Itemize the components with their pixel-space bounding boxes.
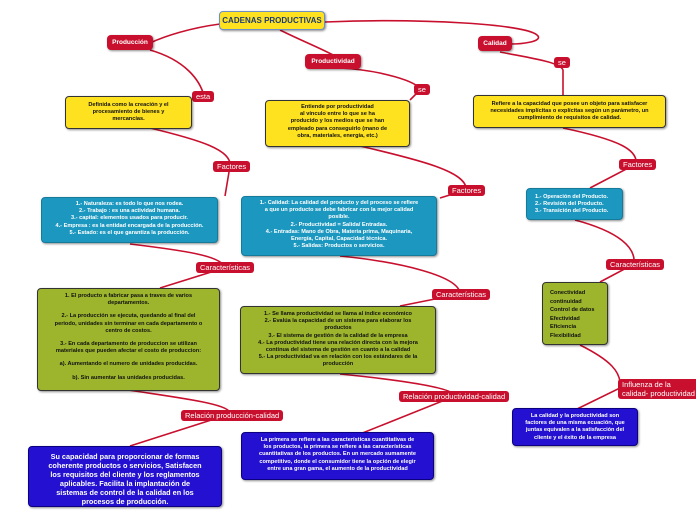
link-calidad-factores [562, 127, 637, 189]
branch-produccion[interactable]: Producción [107, 35, 153, 50]
label-factores-calidad: Factores [619, 159, 657, 170]
root-title[interactable]: CADENAS PRODUCTIVAS [219, 11, 325, 30]
calidad-definition: Refiere a la capacidad que posee un obje… [473, 95, 666, 128]
link-factores3-caract [574, 219, 635, 283]
link-label-esta: esta [192, 91, 215, 102]
label-relacion-productividad-calidad: Relación productividad-calidad [399, 391, 510, 402]
factores-calidad-box: 1.- Operación del Producto. 2.- Revisión… [526, 188, 623, 220]
link-title-produccion [149, 23, 221, 44]
label-influenza: Influenza de la calidad- productividad [618, 379, 696, 399]
link-label-se-productividad: se [414, 84, 430, 95]
link-productividad-def [339, 67, 421, 101]
link-title-productividad [279, 29, 334, 56]
influenza-calidad-productividad-box: La calidad y la productividad son factor… [512, 408, 638, 446]
link-caract2-relacion [339, 373, 456, 435]
label-factores-produccion: Factores [213, 161, 251, 172]
link-calidad-def [499, 51, 564, 96]
caracteristicas-calidad-box: Conectividad continuidad Control de dato… [542, 282, 608, 345]
link-label-se-calidad: se [554, 57, 570, 68]
label-caracteristicas-productividad: Características [432, 289, 491, 300]
caracteristicas-productividad-box: 1.- Se llama productividad se llama al í… [240, 306, 436, 374]
link-title-calidad [324, 19, 540, 45]
label-relacion-produccion-calidad: Relación producción-calidad [181, 410, 284, 421]
branch-calidad[interactable]: Calidad [478, 36, 512, 51]
label-caracteristicas-produccion: Características [196, 262, 255, 273]
label-caracteristicas-calidad: Características [606, 259, 665, 270]
link-caract3-influenza [574, 344, 621, 411]
label-factores-productividad: Factores [448, 185, 486, 196]
factores-produccion-box: 1.- Naturaleza: es todo lo que nos rodea… [41, 197, 218, 243]
caracteristicas-produccion-box: 1. El producto a fabricar pasa a traves … [37, 288, 220, 391]
branch-productividad[interactable]: Productividad [305, 54, 361, 69]
relacion-produccion-calidad-box: Su capacidad para proporcionar de formas… [28, 446, 222, 507]
produccion-definition: Definida como la creación y el procesami… [65, 96, 192, 129]
factores-productividad-box: 1.- Calidad: La calidad del producto y d… [241, 196, 437, 256]
productividad-definition: Entiende por productividad al vínculo en… [265, 100, 410, 147]
relacion-productividad-calidad-box: La primera se refiere a las característi… [241, 432, 434, 480]
